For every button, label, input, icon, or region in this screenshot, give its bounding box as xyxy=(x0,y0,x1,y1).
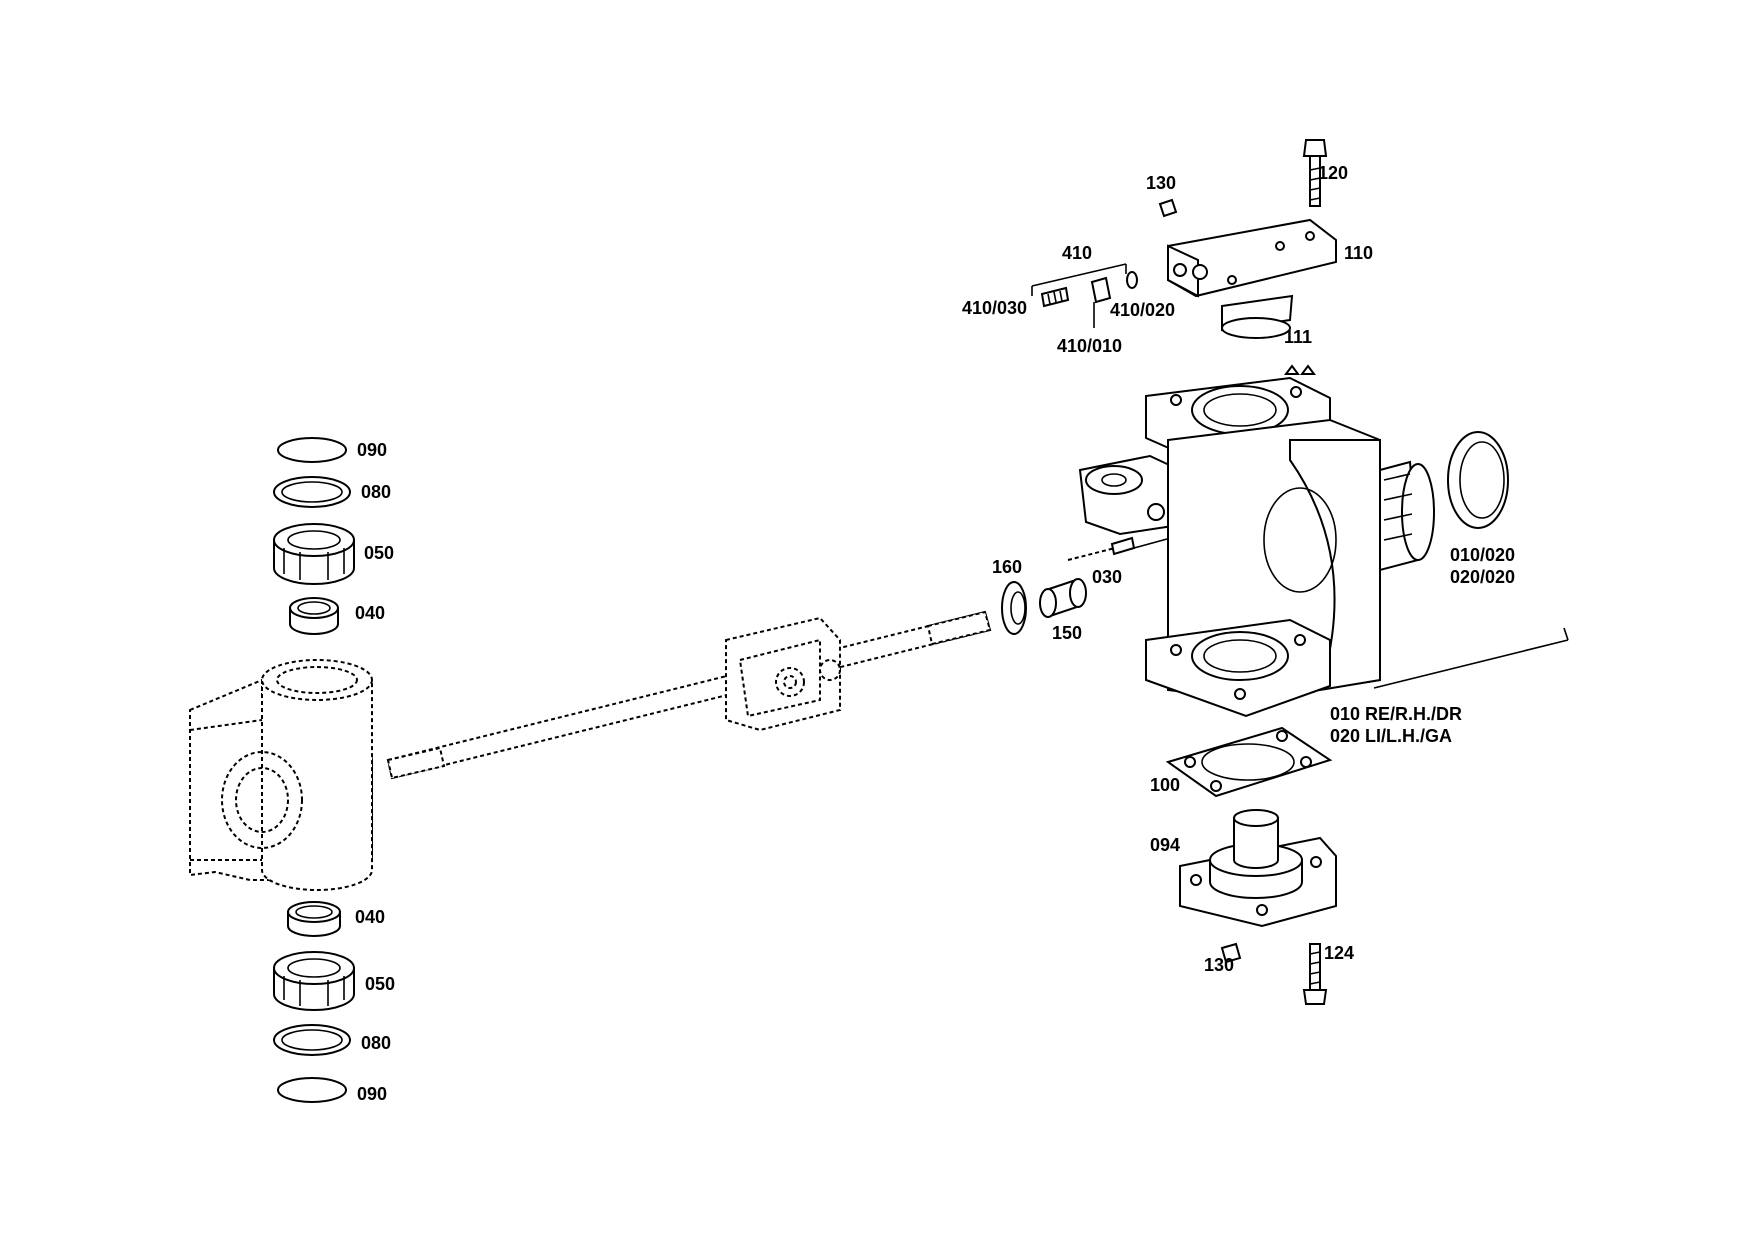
label-080-top: 080 xyxy=(361,482,392,502)
steering-cap-110 xyxy=(1167,218,1337,339)
label-knuckle-variants: 010 RE/R.H./DR 020 LI/L.H./GA xyxy=(1330,703,1462,747)
label-410-020: 410/020 xyxy=(1110,300,1176,320)
bushing-040-bottom xyxy=(287,901,341,937)
drive-shaft xyxy=(386,610,992,780)
bolt-120 xyxy=(1302,139,1328,207)
o-ring-090-bottom xyxy=(277,1077,347,1103)
label-030: 030 xyxy=(1092,567,1123,587)
label-094: 094 xyxy=(1150,835,1181,855)
label-050-bottom: 050 xyxy=(365,974,396,994)
label-410: 410 xyxy=(1062,243,1093,263)
bearing-050-bottom xyxy=(273,951,355,1011)
axle-housing xyxy=(189,659,373,891)
seal-160 xyxy=(1001,581,1027,635)
bushing-150 xyxy=(1039,578,1087,618)
bearing-050-top xyxy=(273,523,355,585)
grease-nipple-030 xyxy=(1067,536,1136,561)
label-040-top: 040 xyxy=(355,603,386,623)
label-slotted-nut: 010/020 020/020 xyxy=(1450,544,1515,588)
label-020-020: 020/020 xyxy=(1450,567,1516,587)
valve-410-group xyxy=(1031,263,1138,328)
label-124: 124 xyxy=(1324,943,1355,963)
label-010-020: 010/020 xyxy=(1450,545,1516,565)
ring-080-bottom xyxy=(273,1024,351,1056)
label-090-top: 090 xyxy=(357,440,388,460)
label-150: 150 xyxy=(1052,623,1083,643)
label-160: 160 xyxy=(992,557,1023,577)
label-130-bottom: 130 xyxy=(1204,955,1235,975)
universal-joint xyxy=(725,616,841,732)
label-050-top: 050 xyxy=(364,543,395,563)
bolt-124 xyxy=(1302,943,1328,1005)
shim-111 xyxy=(1284,364,1316,375)
label-010-rh: 010 RE/R.H./DR xyxy=(1330,704,1463,724)
gasket-100 xyxy=(1165,726,1333,798)
label-410-030: 410/030 xyxy=(962,298,1028,318)
grease-nipple-130-bottom xyxy=(1220,942,1242,964)
steering-knuckle xyxy=(1078,376,1435,718)
o-ring-090-top xyxy=(277,437,347,463)
bearing-housing-094 xyxy=(1179,809,1337,928)
label-120: 120 xyxy=(1318,163,1349,183)
label-110: 110 xyxy=(1344,243,1374,263)
label-111: 111 xyxy=(1284,327,1313,347)
label-080-bottom: 080 xyxy=(361,1033,392,1053)
label-130-top: 130 xyxy=(1146,173,1177,193)
label-100: 100 xyxy=(1150,775,1181,795)
slotted-nut-010-020 xyxy=(1447,431,1509,529)
label-090-bottom: 090 xyxy=(357,1084,388,1104)
ring-080-top xyxy=(273,476,351,508)
label-410-010: 410/010 xyxy=(1057,336,1123,356)
label-020-lh: 020 LI/L.H./GA xyxy=(1330,726,1453,746)
bushing-040-top xyxy=(289,597,339,635)
grease-nipple-130-top xyxy=(1158,198,1178,218)
label-040-bottom: 040 xyxy=(355,907,386,927)
